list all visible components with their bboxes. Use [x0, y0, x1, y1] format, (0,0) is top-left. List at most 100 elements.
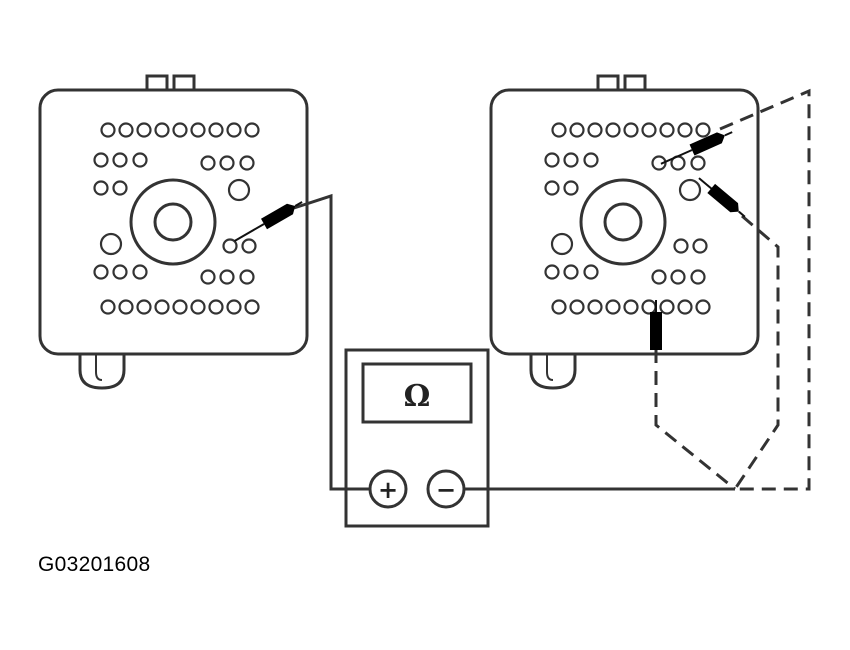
- connector-left-terminal-cavity: [244, 299, 260, 315]
- connector-left-tab-2: [172, 74, 196, 92]
- probe-right-middle: [698, 177, 746, 218]
- connector-right-terminal-cavity: [641, 299, 657, 315]
- connector-right: [489, 74, 760, 390]
- connector-right-terminal-cavity: [677, 122, 693, 138]
- connector-right-terminal-cavity: [550, 232, 574, 256]
- connector-right-terminal-cavity: [690, 269, 706, 285]
- connector-left-terminal-cavity: [200, 155, 216, 171]
- connector-right-terminal-cavity: [569, 299, 585, 315]
- connector-left-terminal-cavity: [99, 232, 123, 256]
- connector-right-terminal-cavity: [678, 178, 702, 202]
- connector-right-terminal-cavity: [544, 180, 560, 196]
- connector-right-tab-2: [623, 74, 647, 92]
- connector-left-latch-inner: [95, 352, 103, 381]
- connector-right-tab-1: [596, 74, 620, 92]
- connector-right-terminal-cavity: [563, 180, 579, 196]
- ohm-symbol: Ω: [404, 379, 431, 414]
- connector-left-terminal-cavity: [241, 238, 257, 254]
- connector-left-terminal-cavity: [244, 122, 260, 138]
- connector-left-terminal-cavity: [118, 299, 134, 315]
- connector-left-terminal-cavity: [93, 264, 109, 280]
- connector-right-terminal-cavity: [690, 155, 706, 171]
- probe-left: [234, 201, 303, 242]
- connector-left-terminal-cavity: [112, 264, 128, 280]
- connector-left-terminal-cavity: [226, 122, 242, 138]
- connector-left-boss-inner: [153, 202, 193, 242]
- probe-right-upper: [660, 131, 733, 165]
- connector-right-terminal-cavity: [544, 264, 560, 280]
- connector-left-terminal-cavity: [227, 178, 251, 202]
- dashed-lead-outer: [719, 88, 811, 491]
- connector-right-terminal-cavity: [659, 122, 675, 138]
- connector-right-terminal-cavity: [583, 152, 599, 168]
- connector-right-terminal-cavity: [605, 299, 621, 315]
- probe-right-lower: [650, 300, 662, 350]
- connector-left: [38, 74, 309, 390]
- connector-right-latch: [529, 352, 577, 390]
- connector-right-terminal-cavity: [695, 299, 711, 315]
- connector-left-terminal-cavity: [226, 299, 242, 315]
- connector-left-terminal-cavity: [136, 299, 152, 315]
- connector-right-terminal-cavity: [587, 299, 603, 315]
- connector-right-terminal-cavity: [583, 264, 599, 280]
- connector-left-terminal-cavity: [112, 152, 128, 168]
- connector-right-terminal-cavity: [651, 269, 667, 285]
- connector-left-terminal-cavity: [200, 269, 216, 285]
- connector-right-terminal-cavity: [677, 299, 693, 315]
- connector-right-terminal-cavity: [670, 269, 686, 285]
- connector-left-terminal-cavity: [172, 299, 188, 315]
- probes: [234, 131, 746, 350]
- dashed-lead-middle: [733, 214, 780, 490]
- connector-right-terminal-cavity: [563, 264, 579, 280]
- connector-right-terminal-cavity: [551, 122, 567, 138]
- connector-left-terminal-cavity: [219, 155, 235, 171]
- connector-left-terminal-cavity: [190, 122, 206, 138]
- connector-left-terminal-cavity: [100, 299, 116, 315]
- connector-left-terminal-cavity: [172, 122, 188, 138]
- test-leads: [293, 193, 735, 491]
- dashed-leads: [654, 88, 811, 491]
- dashed-lead-lower: [654, 349, 736, 491]
- connector-left-terminal-cavity: [154, 299, 170, 315]
- connector-right-terminal-cavity: [659, 299, 675, 315]
- connector-left-terminal-cavity: [219, 269, 235, 285]
- ohmmeter-display: [361, 362, 473, 424]
- ohmmeter: [344, 348, 490, 528]
- connector-right-latch-inner: [546, 352, 554, 381]
- connector-left-terminal-cavity: [118, 122, 134, 138]
- connector-right-terminal-cavity: [563, 152, 579, 168]
- connector-left-terminal-cavity: [208, 122, 224, 138]
- figure-id: G03201608: [38, 553, 151, 576]
- connector-right-boss-inner: [603, 202, 643, 242]
- connector-right-terminal-cavity: [651, 155, 667, 171]
- connector-right-terminal-cavity: [692, 238, 708, 254]
- connector-left-boss-outer: [129, 178, 217, 266]
- positive-symbol: +: [378, 475, 398, 504]
- positive-lead-wire: [293, 193, 370, 491]
- connector-left-terminal-cavity: [222, 238, 238, 254]
- connector-left-terminal-cavity: [93, 180, 109, 196]
- connector-right-terminal-cavity: [695, 122, 711, 138]
- connector-left-terminal-cavity: [112, 180, 128, 196]
- connector-right-terminal-cavity: [551, 299, 567, 315]
- connector-left-terminal-cavity: [239, 269, 255, 285]
- connector-left-terminal-cavity: [132, 152, 148, 168]
- connector-left-terminal-cavity: [190, 299, 206, 315]
- connector-right-terminal-cavity: [569, 122, 585, 138]
- connector-left-terminal-cavity: [136, 122, 152, 138]
- connector-right-boss-outer: [579, 178, 667, 266]
- connector-left-terminal-cavity: [93, 152, 109, 168]
- connector-left-terminal-cavity: [239, 155, 255, 171]
- negative-symbol: −: [436, 475, 456, 504]
- connector-right-terminal-cavity: [587, 122, 603, 138]
- connector-left-terminal-cavity: [208, 299, 224, 315]
- connector-right-terminal-cavity: [623, 299, 639, 315]
- connector-right-terminal-cavity: [544, 152, 560, 168]
- connector-left-terminal-cavity: [154, 122, 170, 138]
- connector-right-terminal-cavity: [673, 238, 689, 254]
- connector-left-tab-1: [145, 74, 169, 92]
- connector-left-latch: [78, 352, 126, 390]
- connector-right-terminal-cavity: [623, 122, 639, 138]
- connector-right-terminal-cavity: [605, 122, 621, 138]
